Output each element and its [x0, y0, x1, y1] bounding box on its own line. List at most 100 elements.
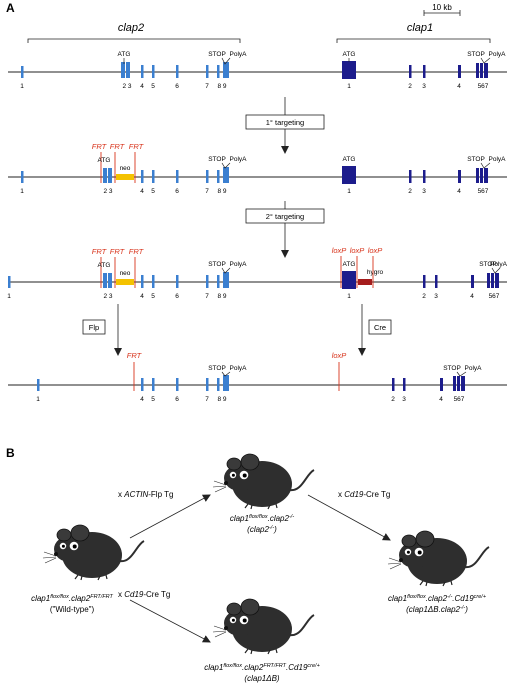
loxp-sites: loxP loxP loxP [332, 246, 383, 288]
exon-number: 567 [478, 83, 489, 90]
exon-number: 5 [151, 396, 155, 403]
genotype-clap1-ko: clap1flox/flox.clap2FRT/FRT.Cd19cre/+ (c… [204, 663, 320, 683]
stop-label: STOP [479, 261, 497, 268]
frt-label: FRT [127, 351, 143, 360]
exon-number: 7 [205, 83, 209, 90]
exon-number: 4 [470, 293, 474, 300]
exon-number: 4 [140, 83, 144, 90]
clap2-gene-label: clap2 [118, 22, 144, 34]
exon-number: 4 [439, 396, 443, 403]
locus-row-second-targeting: neo FRT FRT FRT hygro loxP loxP loxP [7, 246, 507, 300]
panel-label-a: A [6, 1, 15, 15]
exon-number: 3 [434, 293, 438, 300]
exon-number: 2 [391, 396, 395, 403]
cre-box: Cre [368, 319, 392, 335]
exon-number: 5 [151, 83, 155, 90]
exon-number: 8 9 [217, 188, 226, 195]
clap2-exons [21, 62, 229, 78]
hygro-cassette [358, 279, 372, 285]
atg-label: ATG [343, 156, 356, 163]
second-targeting-box: 2° targeting [245, 208, 325, 224]
genotype-clap1-ko-name: clap1flox/flox.clap2FRT/FRT.Cd19cre/+ [204, 663, 320, 672]
exon-number: 567 [454, 396, 465, 403]
exon-number: 1 [36, 396, 40, 403]
clap1-gene-label: clap1 [407, 22, 433, 34]
flp-label: Flp [89, 323, 99, 332]
exon-number: 6 [175, 188, 179, 195]
stop-label: STOP [467, 51, 485, 58]
polya-label: PolyA [230, 156, 248, 163]
atg-label: ATG [343, 261, 356, 268]
frt-label: FRT [129, 142, 145, 151]
clap2-gene-header: clap2 [27, 22, 241, 43]
clap1-gene-header: clap1 [336, 22, 491, 43]
exon-number: 1 [347, 83, 351, 90]
stop-label: STOP [208, 365, 226, 372]
clap1-exons [342, 271, 499, 289]
stop-label: STOP [467, 156, 485, 163]
frt-label: FRT [129, 247, 145, 256]
mouse-clap2-ko-icon [212, 453, 315, 510]
cross-actin-flp-label: x ACTIN-Flp Tg [118, 490, 173, 499]
arrow-cross-cd19-bottom [129, 599, 211, 643]
genotype-wildtype: clap1flox/flox.clap2FRT/FRT ("Wild-type"… [31, 594, 113, 614]
exon-number: 6 [175, 83, 179, 90]
scale-bar: 10 kb [423, 3, 461, 16]
frt-sites: FRT FRT FRT [92, 142, 145, 183]
neo-label: neo [120, 165, 131, 172]
exon-number: 1 [20, 188, 24, 195]
exon-number: 8 9 [217, 293, 226, 300]
genotype-clap2-ko: clap1flox/flox.clap2-/- (clap2-/-) [230, 514, 295, 534]
exon-number: 2 [408, 188, 412, 195]
genotype-clap2-ko-name: clap1flox/flox.clap2-/- [230, 514, 295, 523]
polya-label: PolyA [230, 51, 248, 58]
genotype-dko: clap1flox/flox.clap2-/-.Cd19cre/+ (clap1… [388, 594, 487, 614]
exon-number: 6 [175, 293, 179, 300]
locus-row-wildtype: ATG STOP PolyA ATG STOP PolyA 1 2 3 4 5 … [8, 51, 507, 90]
neo-cassette [116, 174, 134, 180]
polya-label: PolyA [465, 365, 483, 372]
exon-number: 4 [140, 188, 144, 195]
polya-label: PolyA [230, 365, 248, 372]
exon-number: 7 [205, 293, 209, 300]
clap2-exons [21, 167, 229, 183]
atg-label: ATG [118, 51, 131, 58]
exon-number: 567 [478, 188, 489, 195]
exon-number: 2 3 [103, 293, 112, 300]
polya-label: PolyA [489, 51, 507, 58]
mouse-dko-icon [387, 530, 490, 587]
mouse-wildtype-icon [42, 524, 145, 581]
exon-number: 7 [205, 188, 209, 195]
atg-label: ATG [98, 157, 111, 164]
stop-label: STOP [443, 365, 461, 372]
clap1-exons [392, 376, 465, 391]
exon-number: 4 [457, 188, 461, 195]
frt-label: FRT [92, 142, 108, 151]
genotype-wildtype-name: clap1flox/flox.clap2FRT/FRT [31, 594, 113, 603]
exon-number: 8 9 [217, 396, 226, 403]
locus-row-deleted: FRT loxP STOP PolyA STOP PolyA 1 4 5 6 7… [8, 351, 507, 403]
cross-cd19-top-label: x Cd19-Cre Tg [338, 490, 390, 499]
frt-label: FRT [110, 247, 126, 256]
exon-number: 1 [347, 188, 351, 195]
cre-label: Cre [374, 323, 386, 332]
clap1-exons [342, 61, 488, 79]
arrow-cross-actin-flp [129, 494, 211, 539]
first-targeting-label: 1° targeting [266, 118, 304, 127]
exon-number: 2 3 [122, 83, 131, 90]
exon-number: 2 3 [103, 188, 112, 195]
mouse-clap1-ko-icon [212, 598, 315, 655]
loxp-label: loxP [368, 246, 383, 255]
exon-number: 2 [408, 83, 412, 90]
exon-number: 4 [140, 293, 144, 300]
exon-number: 1 [7, 293, 11, 300]
exon-number: 8 9 [217, 83, 226, 90]
frt-label: FRT [110, 142, 126, 151]
stop-label: STOP [208, 51, 226, 58]
hygro-label: hygro [367, 269, 384, 276]
exon-number: 5 [151, 293, 155, 300]
loxp-label: loxP [332, 246, 347, 255]
exon-number: 7 [205, 396, 209, 403]
clap1-exons [342, 166, 488, 184]
atg-label: ATG [343, 51, 356, 58]
